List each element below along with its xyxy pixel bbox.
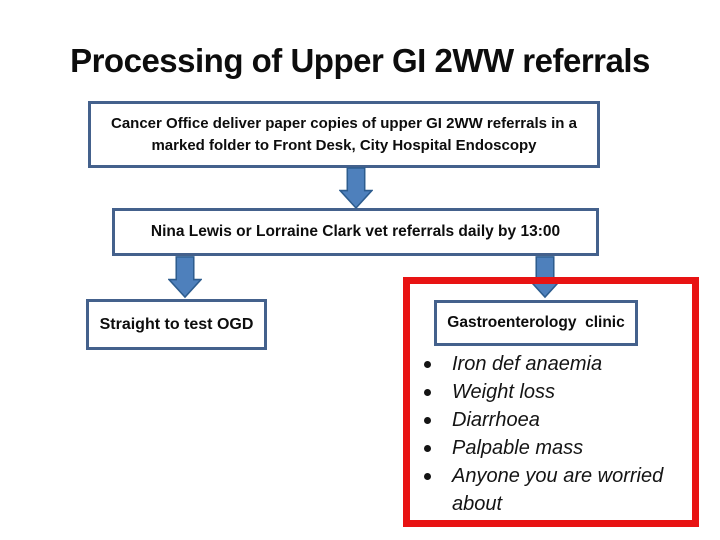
- list-item: Iron def anaemia: [410, 350, 695, 378]
- flow-box-vetting: Nina Lewis or Lorraine Clark vet referra…: [112, 208, 599, 256]
- clinic-criteria-list: Iron def anaemia Weight loss Diarrhoea P…: [410, 350, 695, 518]
- down-arrow-icon: [168, 255, 202, 299]
- bullet-icon: [410, 406, 452, 424]
- list-item-label: Palpable mass: [452, 437, 584, 459]
- flow-box-vetting-label: Nina Lewis or Lorraine Clark vet referra…: [150, 223, 561, 240]
- bullet-icon: [410, 462, 452, 480]
- list-item: Diarrhoea: [410, 406, 695, 434]
- flow-box-cancer-office: Cancer Office deliver paper copies of up…: [88, 101, 600, 168]
- flow-box-gastro-clinic-label: Gastroenterology clinic: [447, 314, 625, 331]
- down-arrow-icon: [339, 167, 373, 209]
- list-item-label: Diarrhoea: [452, 409, 540, 431]
- page-title: Processing of Upper GI 2WW referrals: [70, 42, 650, 79]
- down-arrow-icon: [528, 255, 562, 299]
- flow-box-cancer-office-label: Cancer Office deliver paper copies of up…: [111, 114, 577, 154]
- list-item: Anyone you are worried about: [410, 462, 695, 518]
- bullet-icon: [410, 434, 452, 452]
- list-item: Palpable mass: [410, 434, 695, 462]
- list-item-label: Anyone you are worried about: [452, 465, 664, 515]
- flow-box-straight-to-test-label: Straight to test OGD: [99, 315, 254, 333]
- list-item-label: Iron def anaemia: [452, 353, 603, 375]
- list-item: Weight loss: [410, 378, 695, 406]
- list-item-label: Weight loss: [452, 381, 556, 403]
- bullet-icon: [410, 378, 452, 396]
- flow-box-straight-to-test: Straight to test OGD: [86, 299, 267, 350]
- bullet-icon: [410, 350, 452, 368]
- flow-box-gastro-clinic: Gastroenterology clinic: [434, 300, 638, 346]
